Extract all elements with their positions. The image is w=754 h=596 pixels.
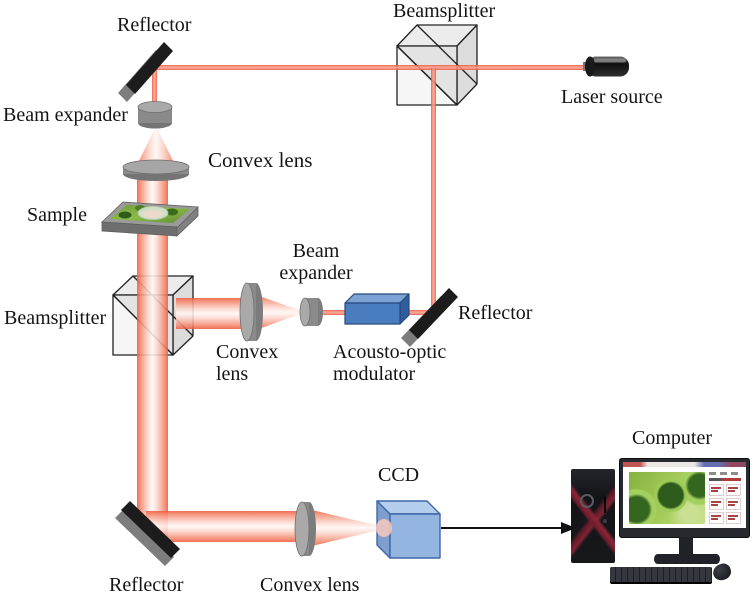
label-convex-lens-top: Convex lens	[208, 148, 313, 172]
keyboard	[610, 567, 712, 584]
panel-box	[726, 498, 741, 510]
ccd-camera	[376, 500, 441, 559]
label-sample: Sample	[27, 204, 87, 226]
panel-links	[709, 472, 741, 475]
tower-drive-slot	[604, 497, 606, 513]
panel-box	[709, 484, 724, 496]
beam-expander-mid-component	[299, 297, 323, 327]
reflector-bottom-mirror	[115, 501, 180, 566]
panel-box	[726, 484, 741, 496]
tower-logo-icon	[580, 494, 594, 508]
laser-source-device	[583, 56, 629, 77]
beam-cone-expander2	[256, 295, 305, 330]
label-beam-expander-left: Beam expander	[3, 104, 128, 126]
beam-cone-ccd	[312, 510, 388, 546]
label-aom: Acousto-optic modulator	[333, 341, 446, 385]
label-reflector-top: Reflector	[117, 14, 192, 36]
label-convex-lens-mid-line2: lens	[216, 363, 249, 385]
sample-slide	[101, 201, 199, 237]
beam-vertical-reference-arm	[431, 68, 436, 315]
label-beamsplitter-left: Beamsplitter	[4, 307, 107, 329]
panel-grid	[709, 484, 741, 524]
cells-image	[629, 472, 705, 524]
panel-box	[709, 498, 724, 510]
label-reflector-right: Reflector	[458, 302, 533, 324]
screen-side-panel	[707, 471, 743, 525]
monitor-screen	[623, 462, 746, 528]
label-reflector-bottom: Reflector	[109, 574, 184, 596]
beam-wide-horizontal-mid	[176, 298, 246, 329]
label-convex-lens-mid-line1: Convex	[216, 341, 279, 363]
computer-tower	[571, 469, 615, 563]
acousto-optic-modulator	[344, 293, 410, 325]
tower-power-button	[603, 519, 607, 523]
label-beamsplitter-top: Beamsplitter	[393, 0, 496, 22]
monitor-stand-base	[654, 554, 720, 564]
convex-lens-mid-component	[239, 282, 263, 342]
convex-lens-bottom-component	[294, 501, 316, 557]
label-convex-lens-bottom: Convex lens	[260, 574, 360, 596]
panel-box	[709, 512, 724, 524]
panel-box	[726, 512, 741, 524]
label-beam-expander-mid-line2: expander	[279, 262, 353, 284]
label-aom-line2: modulator	[333, 363, 416, 385]
reflector-top-mirror	[118, 42, 173, 102]
reflector-right-mirror	[401, 288, 458, 347]
panel-heading	[709, 478, 741, 481]
computer-monitor	[619, 458, 750, 538]
beam-top-horizontal	[154, 65, 588, 70]
label-ccd: CCD	[378, 464, 420, 486]
label-laser-source: Laser source	[561, 86, 663, 108]
beam-vertical-to-expander	[152, 67, 157, 108]
signal-arrow	[441, 522, 576, 534]
convex-lens-top-component	[122, 159, 190, 181]
label-convex-lens-mid: Convex lens	[216, 341, 278, 385]
label-computer: Computer	[632, 427, 712, 449]
beam-expander-top-component	[137, 101, 173, 129]
screen-header-strip	[623, 462, 746, 467]
label-beam-expander-mid-line1: Beam	[292, 240, 340, 262]
beam-wide-horizontal-bottom	[146, 511, 306, 542]
beam-cone-expander1	[134, 126, 178, 171]
label-beam-expander-mid: Beam expander	[268, 240, 364, 284]
label-aom-line1: Acousto-optic	[333, 341, 447, 363]
beamsplitter-top-cube	[396, 24, 478, 106]
monitor-stand-neck	[679, 537, 693, 556]
